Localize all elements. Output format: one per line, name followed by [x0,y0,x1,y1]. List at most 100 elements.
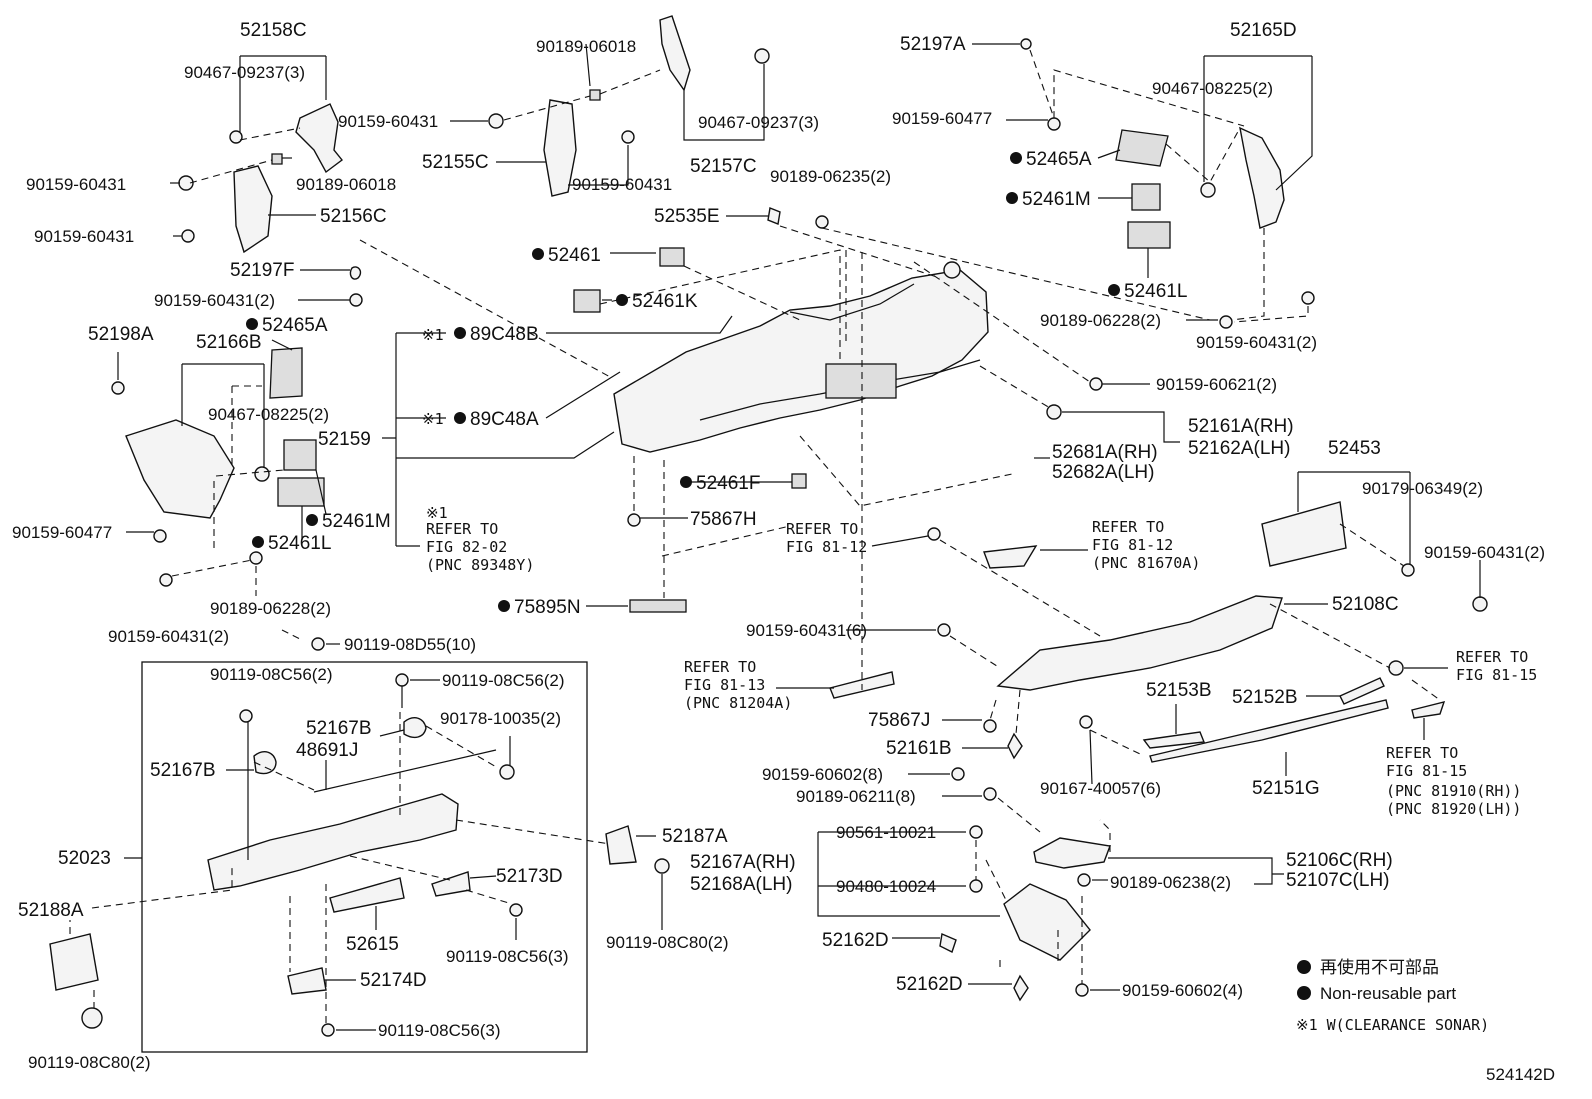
bolt-90119-08C56-2b [395,673,409,687]
bracket-52158C [295,103,343,174]
bolt-90159-b [181,229,195,243]
label-75895N: 75895N [514,597,581,618]
lead-52465A-b [271,339,293,351]
dash-ref2 [661,525,791,557]
bracket-52188A [49,933,99,991]
label-52465A-a: 52465A [1026,149,1092,170]
label-52165D: 52165D [1230,20,1297,41]
label-52167B-b: 52167B [150,760,216,781]
pad-52461M-b [283,439,317,471]
label-52173D: 52173D [496,866,563,887]
clip-90178-10035 [499,764,515,780]
label-90189-06018-a: 90189-06018 [296,175,396,194]
clip-90561-10021 [969,825,983,839]
label-90467-09237-3b: 90467-09237(3) [698,113,819,132]
lead-90159-d [568,145,629,186]
dash-h [599,249,841,362]
label-90159-60431-c: 90159-60431 [338,112,438,131]
nonreusable-dot [616,294,628,306]
sensor-hole [943,261,961,279]
dash-l [213,385,285,548]
label-90159-60431-6: 90159-60431(6) [746,621,867,640]
lead-52166B [181,363,265,468]
label-90119-08C80-2a: 90119-08C80(2) [606,933,729,952]
nut-90467-08225-a [1200,182,1216,198]
pad-52461L-a [1127,221,1171,249]
clip-90189-06211-8 [983,787,997,801]
label-90467-08225-2a: 90467-08225(2) [1152,79,1273,98]
bracket-52615 [329,877,405,913]
label-52615: 52615 [346,934,399,955]
bracket-52159 [382,332,615,547]
bolt-90119-08D55 [311,637,325,651]
bolt-90467-b [754,48,770,64]
label-52188A: 52188A [18,900,84,921]
ref4-line3: (PNC 81204A) [684,694,792,712]
label-52198A: 52198A [88,324,154,345]
retainer-52165D [1239,126,1285,229]
dash-d [1165,127,1241,183]
clip-90480-10024 [969,879,983,893]
dash-g [779,225,1211,321]
label-52197F: 52197F [230,260,294,281]
label-52461K: 52461K [632,291,698,312]
pad-52461K [573,289,601,313]
clip-90189-06235 [815,215,829,229]
lead-52461M-b [315,469,327,515]
bolt-ref-81-15 [1388,660,1404,676]
label-90159-60431-2d: 90159-60431(2) [108,627,229,646]
label-90159-60431-b: 90159-60431 [34,227,134,246]
clip-52197F [349,266,362,280]
sheet-52465A-b [269,347,303,399]
label-90159-60431-2a: 90159-60431(2) [154,291,275,310]
label-90119-08C56-2b: 90119-08C56(2) [442,671,565,690]
molding-52152B [1339,677,1385,705]
label-75867H: 75867H [690,509,757,530]
label-90119-08C80-2b: 90119-08C80(2) [28,1053,151,1072]
lead-52453 [1297,471,1411,564]
label-90189-06211-8: 90189-06211(8) [796,787,916,806]
nonreusable-dot [246,318,258,330]
lead-52158C [239,55,327,132]
ref3-line3: (PNC 81670A) [1092,554,1200,572]
dash-u [975,819,1111,984]
dash-c [1029,49,1245,127]
label-52167A-RH: 52167A(RH) [690,852,796,873]
label-52461L-a: 52461L [1124,281,1187,302]
license-bracket-52453 [1261,501,1347,567]
bracket-52156C [233,165,273,254]
label-52159: 52159 [318,429,371,450]
sheet-52465A-a [1115,129,1169,167]
label-90189-06018-b: 90189-06018 [536,37,636,56]
bolt-90159-d [621,130,635,144]
bolt-90159-60477-b [153,529,167,543]
tape-75895N [629,599,687,613]
label-90119-08C56-3b: 90119-08C56(3) [378,1021,501,1040]
bolt-90119-08C56-3a [509,903,523,917]
label-52158C: 52158C [240,20,307,41]
ref1-line3: (PNC 89348Y) [426,556,534,574]
nonreusable-dot [1006,192,1018,204]
label-52461: 52461 [548,245,601,266]
ref2-line2: FIG 81-12 [786,538,867,556]
bolt-90119-08C80-2a [654,858,670,874]
label-75867J: 75867J [868,710,930,731]
lead-52167A [817,831,1000,917]
pad-52461 [659,247,685,267]
dash-r [253,712,499,818]
ref4-line2: FIG 81-13 [684,676,765,694]
lead-bolts-box [247,686,403,860]
note1-mark-a: ※1 [422,326,444,344]
dash-q [989,689,1041,833]
label-52152B: 52152B [1232,687,1298,708]
absorber-52108C [996,595,1283,691]
dash-k [1339,523,1405,567]
bolt-90119-08C56-3b [321,1023,335,1037]
lead-89C48A [545,371,621,419]
label-52151G: 52151G [1252,778,1320,799]
label-52162D-b: 52162D [896,974,963,995]
label-52174D: 52174D [360,970,427,991]
clip-90189-06018-a [271,153,283,165]
label-52108C: 52108C [1332,594,1399,615]
nonreusable-dot [454,327,466,339]
